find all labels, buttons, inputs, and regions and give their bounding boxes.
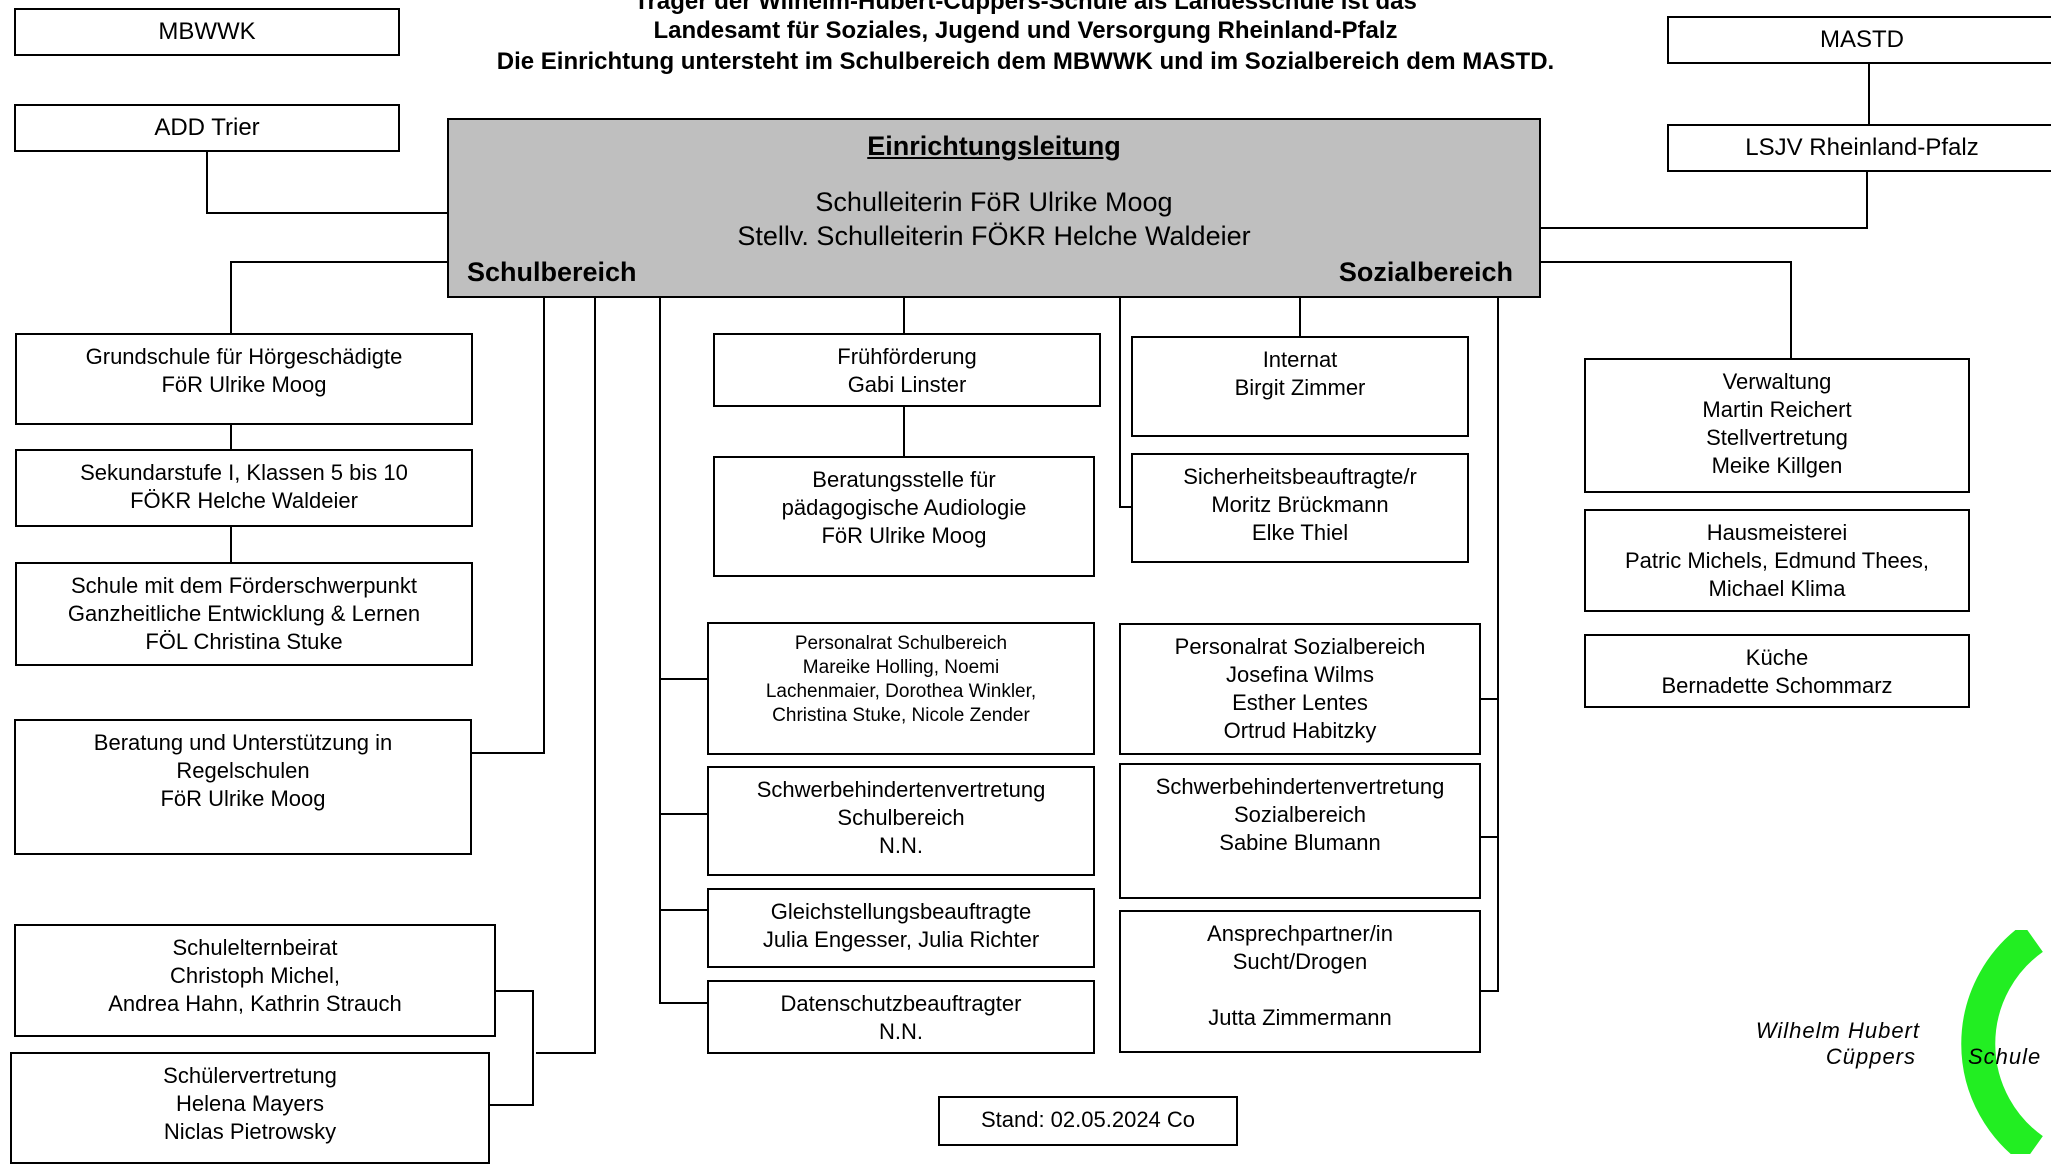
verwaltung-box: Verwaltung Martin Reichert Stellvertretu… [1584, 358, 1970, 493]
connector [1541, 227, 1868, 229]
header-line-2: Landesamt für Soziales, Jugend und Verso… [653, 17, 1398, 44]
school-logo: Wilhelm Hubert Cüppers Schule [1680, 930, 2051, 1154]
connector [903, 298, 905, 333]
connector [1119, 506, 1131, 508]
connector [659, 813, 707, 815]
logo-text-1: Wilhelm Hubert [1755, 1018, 1920, 1043]
lsjv-box: LSJV Rheinland-Pfalz [1667, 124, 2051, 172]
connector [659, 1002, 707, 1004]
connector [494, 990, 534, 992]
connector [206, 212, 448, 214]
connector [543, 298, 545, 754]
leadership-title: Einrichtungsleitung [867, 131, 1121, 161]
leadership-person-2: Stellv. Schulleiterin FÖKR Helche Waldei… [737, 221, 1251, 251]
header-line-1: Träger der Wilhelm-Hubert-Cüppers-Schule… [634, 0, 1417, 15]
sekundarstufe-box: Sekundarstufe I, Klassen 5 bis 10 FÖKR H… [15, 449, 473, 527]
connector [1481, 836, 1499, 838]
connector [536, 1052, 596, 1054]
kueche-box: Küche Bernadette Schommarz [1584, 634, 1970, 708]
leadership-box: Einrichtungsleitung Schulleiterin FöR Ul… [447, 118, 1541, 298]
logo-text-3: Schule [1968, 1044, 2042, 1069]
logo-arc-icon [1961, 930, 2044, 1154]
hausmeisterei-box: Hausmeisterei Patric Michels, Edmund The… [1584, 509, 1970, 612]
connector [230, 527, 232, 562]
personalrat-sozialbereich-box: Personalrat Sozialbereich Josefina Wilms… [1119, 623, 1481, 755]
connector [230, 425, 232, 449]
internat-box: Internat Birgit Zimmer [1131, 336, 1469, 437]
connector [1868, 64, 1870, 124]
connector [903, 407, 905, 456]
add-trier-box: ADD Trier [14, 104, 400, 152]
connector [1481, 698, 1499, 700]
connector [1119, 298, 1121, 508]
gleichstellung-box: Gleichstellungsbeauftragte Julia Engesse… [707, 888, 1095, 968]
sicherheit-box: Sicherheitsbeauftragte/r Moritz Brückman… [1131, 453, 1469, 563]
schuelervertretung-box: Schülervertretung Helena Mayers Niclas P… [10, 1052, 490, 1164]
connector [1866, 172, 1868, 228]
connector [472, 752, 545, 754]
personalrat-schulbereich-box: Personalrat Schulbereich Mareike Holling… [707, 622, 1095, 755]
sucht-drogen-box: Ansprechpartner/in Sucht/Drogen Jutta Zi… [1119, 910, 1481, 1053]
header-line-3: Die Einrichtung untersteht im Schulberei… [496, 48, 1555, 75]
connector [659, 678, 707, 680]
connector [594, 298, 596, 1054]
connector [659, 298, 661, 1004]
stand-box: Stand: 02.05.2024 Co [938, 1096, 1238, 1146]
foerderschwerpunkt-box: Schule mit dem Förderschwerpunkt Ganzhei… [15, 562, 473, 666]
grundschule-box: Grundschule für Hörgeschädigte FöR Ulrik… [15, 333, 473, 425]
connector [1481, 990, 1499, 992]
connector [1299, 298, 1301, 336]
connector [1497, 298, 1499, 992]
beratung-regelschulen-box: Beratung und Unterstützung in Regelschul… [14, 719, 472, 855]
connector [206, 152, 208, 214]
schulbereich-label: Schulbereich [467, 257, 637, 287]
connector [490, 1104, 534, 1106]
connector [230, 261, 448, 263]
logo-text-2: Cüppers [1825, 1044, 1916, 1069]
connector [532, 990, 534, 1106]
connector [659, 909, 707, 911]
leadership-person-1: Schulleiterin FöR Ulrike Moog [815, 187, 1173, 217]
schulelternbeirat-box: Schulelternbeirat Christoph Michel, Andr… [14, 924, 496, 1037]
mastd-box: MASTD [1667, 16, 2051, 64]
connector [1541, 261, 1792, 263]
connector [1790, 261, 1792, 358]
connector [230, 261, 232, 333]
schwerbehinderten-schulbereich-box: Schwerbehindertenvertretung Schulbereich… [707, 766, 1095, 876]
mbwwk-box: MBWWK [14, 8, 400, 56]
sozialbereich-label: Sozialbereich [1338, 257, 1513, 287]
fruehfoerderung-box: Frühförderung Gabi Linster [713, 333, 1101, 407]
audiologie-box: Beratungsstelle für pädagogische Audiolo… [713, 456, 1095, 577]
datenschutz-box: Datenschutzbeauftragter N.N. [707, 980, 1095, 1054]
schwerbehinderten-sozialbereich-box: Schwerbehindertenvertretung Sozialbereic… [1119, 763, 1481, 899]
